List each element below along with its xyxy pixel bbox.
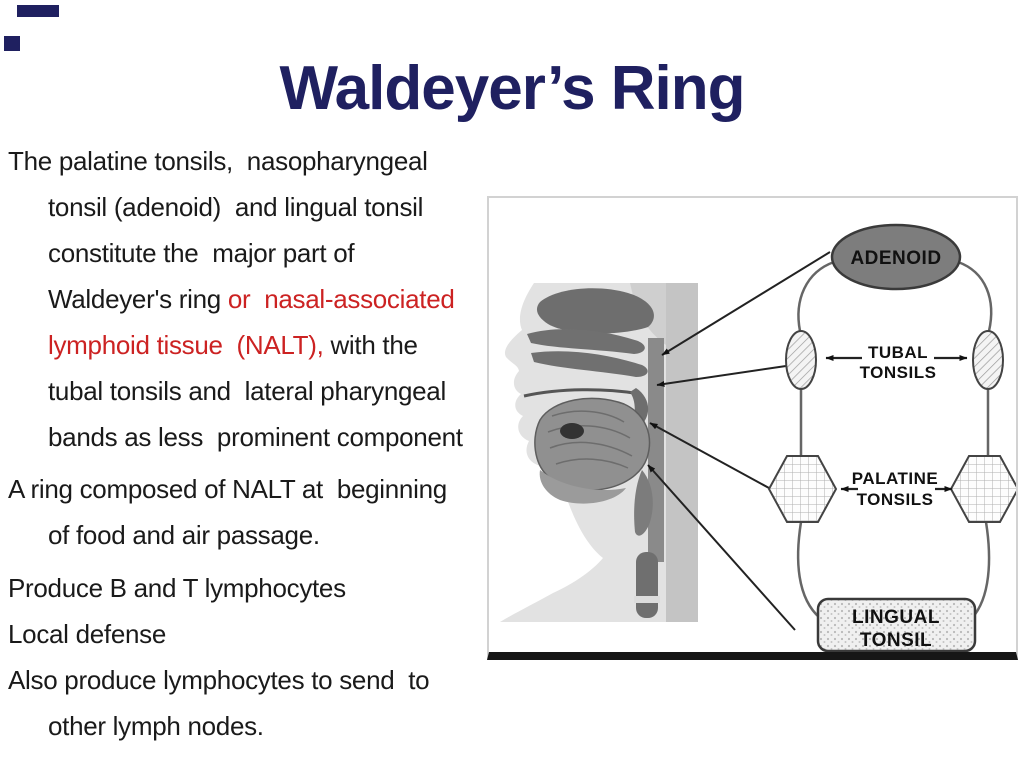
text-line: Produce B and T lymphocytes xyxy=(8,565,486,611)
highlighted-text: lymphoid tissue (NALT), xyxy=(48,330,324,360)
text-segment: of food and air passage. xyxy=(48,520,320,550)
tubal-left-node xyxy=(785,330,817,390)
text-line: constitute the major part of xyxy=(48,230,486,276)
text-segment: The palatine tonsils, nasopharyngeal xyxy=(8,146,428,176)
text-segment: Waldeyer's ring xyxy=(48,284,228,314)
text-line: Also produce lymphocytes to send to xyxy=(8,657,486,703)
diagram-svg: ADENOID TUBAL TONSILS xyxy=(500,223,1016,652)
text-line: bands as less prominent component xyxy=(48,414,486,460)
page-title: Waldeyer’s Ring xyxy=(279,54,745,123)
text-line: The palatine tonsils, nasopharyngeal xyxy=(8,138,486,184)
pointer-arrows xyxy=(647,251,831,631)
svg-text:TONSIL: TONSIL xyxy=(860,630,932,651)
palatine-left-node xyxy=(767,455,838,523)
text-line: tonsil (adenoid) and lingual tonsil xyxy=(48,184,486,230)
text-line: tubal tonsils and lateral pharyngeal xyxy=(48,368,486,414)
text-segment: A ring composed of NALT at beginning xyxy=(8,474,447,504)
text-line: other lymph nodes. xyxy=(48,703,486,749)
text-segment: Also produce lymphocytes to send to xyxy=(8,665,430,695)
head-sagittal-illustration xyxy=(500,283,698,622)
text-line: of food and air passage. xyxy=(48,512,486,558)
paragraph: The palatine tonsils, nasopharyngeal tons… xyxy=(8,138,486,460)
svg-text:TONSILS: TONSILS xyxy=(860,363,937,382)
svg-text:PALATINE: PALATINE xyxy=(852,469,938,488)
text-segment: with the xyxy=(323,330,418,360)
palatine-label: PALATINE TONSILS xyxy=(852,469,938,509)
text-segment: tubal tonsils and lateral pharyngeal xyxy=(48,376,446,406)
tubal-right-node xyxy=(972,330,1004,390)
text-line: Waldeyer's ring or nasal-associated xyxy=(48,276,486,322)
svg-text:TUBAL: TUBAL xyxy=(868,343,928,362)
paragraph: Local defense xyxy=(8,611,486,657)
text-segment: bands as less prominent component xyxy=(48,422,463,452)
lingual-node: LINGUAL TONSIL xyxy=(816,597,977,652)
text-segment: Local defense xyxy=(8,619,167,649)
paragraph: Produce B and T lymphocytes xyxy=(8,565,486,611)
adenoid-node: ADENOID xyxy=(830,223,962,291)
adenoid-label: ADENOID xyxy=(850,248,941,269)
text-line: lymphoid tissue (NALT), with the xyxy=(48,322,486,368)
decorative-square-top-left xyxy=(4,36,20,51)
ring-connectors xyxy=(796,260,993,619)
text-line: Local defense xyxy=(8,611,486,657)
diagram-panel: ADENOID TUBAL TONSILS xyxy=(487,196,1018,660)
text-segment: other lymph nodes. xyxy=(48,711,264,741)
tubal-label: TUBAL TONSILS xyxy=(860,343,937,382)
paragraph: A ring composed of NALT at beginning of f… xyxy=(8,466,486,558)
svg-text:TONSILS: TONSILS xyxy=(857,490,934,509)
text-line: A ring composed of NALT at beginning xyxy=(8,466,486,512)
body-text: The palatine tonsils, nasopharyngeal tons… xyxy=(8,138,486,749)
highlighted-text: or nasal-associated xyxy=(227,284,455,314)
text-segment: tonsil (adenoid) and lingual tonsil xyxy=(48,192,424,222)
text-segment: constitute the major part of xyxy=(48,238,355,268)
decorative-bar-top-left xyxy=(17,5,59,17)
lingual-label: LINGUAL xyxy=(852,607,940,628)
paragraph: Also produce lymphocytes to send to other… xyxy=(8,657,486,749)
text-segment: Produce B and T lymphocytes xyxy=(8,573,346,603)
palatine-right-node xyxy=(949,455,1016,523)
